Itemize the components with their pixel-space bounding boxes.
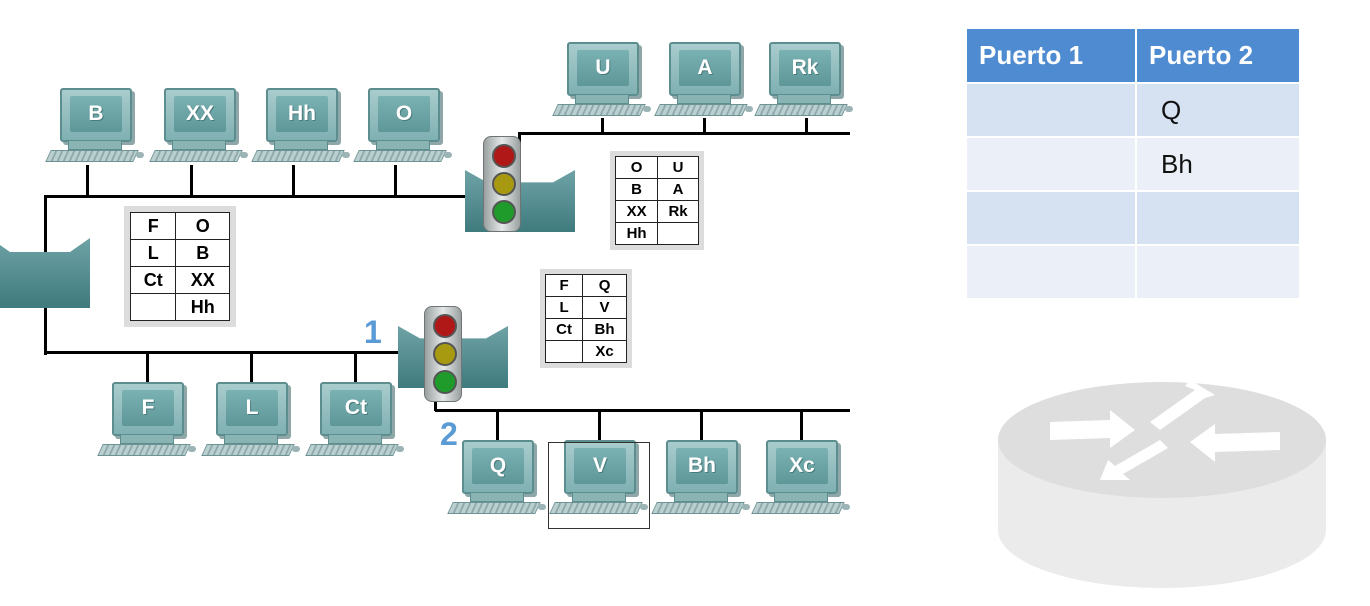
drop	[700, 411, 703, 441]
pc-q[interactable]: Q	[447, 440, 550, 530]
port-table-cell	[965, 136, 1137, 192]
drop	[598, 411, 601, 441]
cell: B	[614, 178, 659, 201]
cell: XX	[175, 266, 230, 294]
port-table-cell: Bh	[1135, 136, 1301, 192]
port-table-cell	[965, 244, 1137, 300]
cell: Hh	[614, 222, 659, 245]
drop	[703, 118, 706, 134]
port-table-cell: Q	[1135, 82, 1301, 138]
port-table-header: Puerto 1	[965, 27, 1137, 84]
cell: Ct	[544, 318, 584, 341]
cell: O	[175, 212, 230, 240]
pc-f[interactable]: F	[97, 382, 200, 472]
cell: Hh	[175, 293, 230, 321]
port-table-cell	[965, 190, 1137, 246]
pc-label: V	[574, 448, 626, 484]
drop	[146, 353, 149, 383]
cell: Rk	[657, 200, 699, 223]
segment-bottom-right-line	[435, 409, 850, 412]
pc-l[interactable]: L	[201, 382, 304, 472]
cell: O	[614, 156, 659, 179]
pc-label: XX	[174, 96, 226, 132]
drop	[601, 118, 604, 134]
pc-ct[interactable]: Ct	[305, 382, 408, 472]
cell	[129, 293, 177, 321]
segment-top-line	[45, 195, 475, 198]
drop	[800, 411, 803, 441]
drop	[394, 165, 397, 197]
selection-box	[548, 442, 650, 529]
pc-label: B	[70, 96, 122, 132]
segment-top-right-line	[520, 132, 850, 135]
cell: A	[657, 178, 699, 201]
drop	[354, 353, 357, 383]
pc-label: U	[577, 50, 629, 86]
drop	[250, 353, 253, 383]
cell	[657, 222, 699, 245]
router-icon	[998, 380, 1326, 588]
port-table-header: Puerto 2	[1135, 27, 1301, 84]
pc-label: L	[226, 390, 278, 426]
traffic-light-icon	[424, 306, 462, 402]
pc-hh[interactable]: Hh	[251, 88, 354, 178]
pc-label: A	[679, 50, 731, 86]
segment-bottom-left-line	[45, 351, 405, 354]
pc-label: F	[122, 390, 174, 426]
port-2-label: 2	[440, 416, 458, 452]
pc-label: Hh	[276, 96, 328, 132]
pc-v[interactable]: V	[549, 440, 652, 530]
pc-o[interactable]: O	[353, 88, 456, 178]
pc-label: Rk	[779, 50, 831, 86]
pc-b[interactable]: B	[45, 88, 148, 178]
port-table-cell	[1135, 244, 1301, 300]
port-table-cell	[1135, 190, 1301, 246]
cell: U	[657, 156, 699, 179]
cell: B	[175, 239, 230, 267]
pc-label: Xc	[776, 448, 828, 484]
cell: XX	[614, 200, 659, 223]
drop	[805, 118, 808, 134]
pc-u[interactable]: U	[552, 42, 655, 132]
cell: F	[129, 212, 177, 240]
cell: L	[544, 296, 584, 319]
pc-label: O	[378, 96, 430, 132]
pc-rk[interactable]: Rk	[754, 42, 857, 132]
port-1-label: 1	[364, 314, 382, 350]
pc-label: Bh	[676, 448, 728, 484]
port-table: Puerto 1 Puerto 2 Q Bh	[965, 27, 1301, 300]
cell: L	[129, 239, 177, 267]
drop	[292, 165, 295, 197]
drop	[190, 165, 193, 197]
pc-xc[interactable]: Xc	[751, 440, 854, 530]
drop	[496, 411, 499, 441]
pc-a[interactable]: A	[654, 42, 757, 132]
pc-bh[interactable]: Bh	[651, 440, 754, 530]
pc-label: Q	[472, 448, 524, 484]
drop	[86, 165, 89, 197]
pc-label: Ct	[330, 390, 382, 426]
cell: Ct	[129, 266, 177, 294]
cell	[544, 340, 584, 363]
port-table-cell	[965, 82, 1137, 138]
pc-xx[interactable]: XX	[149, 88, 252, 178]
cell: Xc	[582, 340, 627, 363]
cell: F	[544, 274, 584, 297]
cell: Q	[582, 274, 627, 297]
cell: V	[582, 296, 627, 319]
cell: Bh	[582, 318, 627, 341]
traffic-light-icon	[483, 136, 521, 232]
